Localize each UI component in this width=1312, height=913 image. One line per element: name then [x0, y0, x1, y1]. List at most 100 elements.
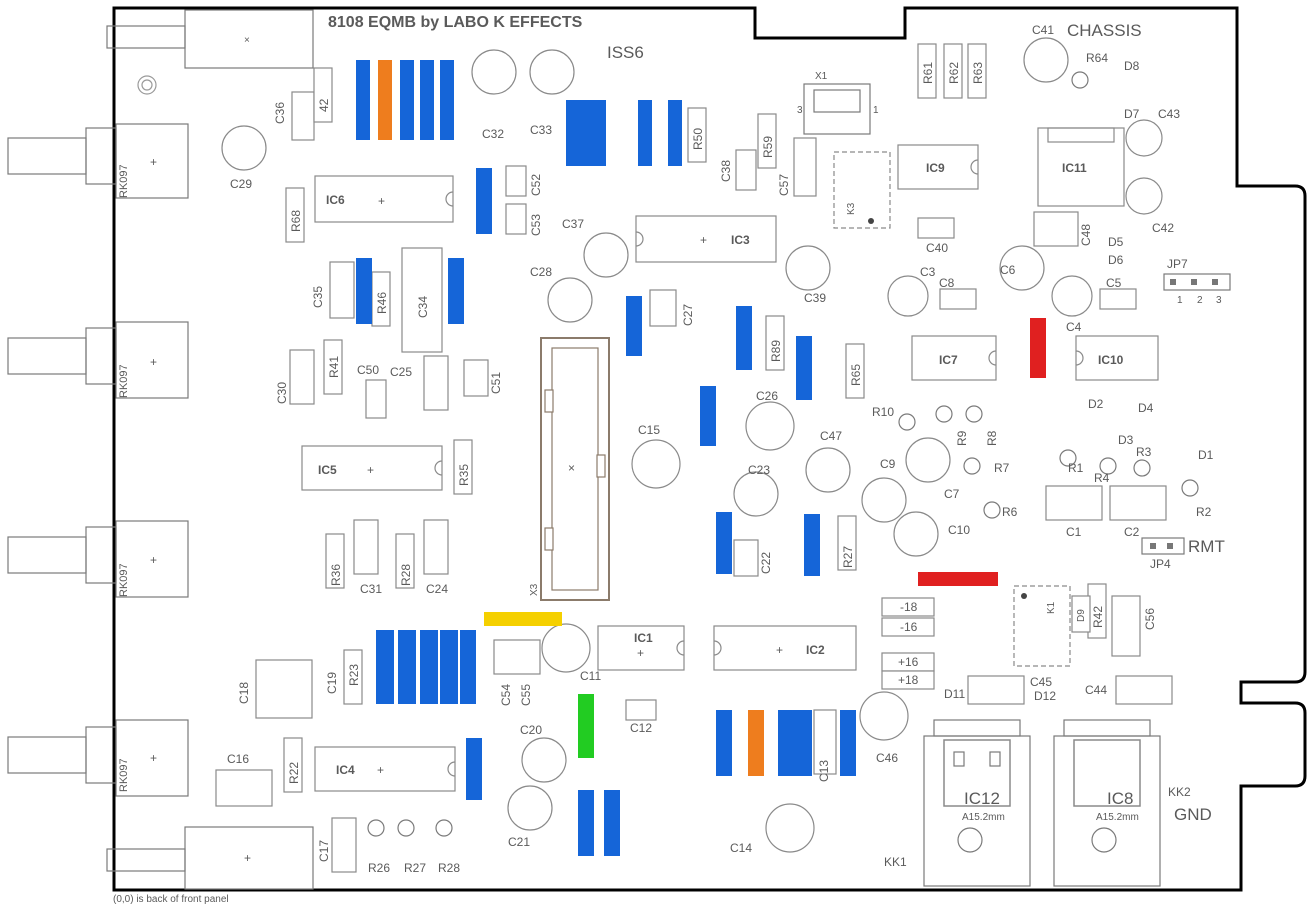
- svg-text:C14: C14: [730, 841, 752, 855]
- ic9: IC9: [897, 144, 979, 190]
- pot-label-2: RK097: [118, 364, 130, 398]
- svg-text:2: 2: [1197, 295, 1203, 306]
- resistors: 42 R68 R46 R41 R35 R36 R28 R23 R22 R50 R…: [283, 43, 1107, 793]
- svg-text:D3: D3: [1118, 433, 1134, 447]
- svg-text:C3: C3: [920, 265, 936, 279]
- svg-text:R26: R26: [368, 861, 390, 875]
- svg-text:+: +: [244, 851, 251, 865]
- pot-label-4: RK097: [118, 758, 130, 792]
- svg-text:C31: C31: [360, 582, 382, 596]
- svg-text:C47: C47: [820, 429, 842, 443]
- potentiometer-1: + RK097: [7, 123, 189, 199]
- svg-text:R1: R1: [1068, 461, 1084, 475]
- svg-text:GND: GND: [1174, 805, 1212, 824]
- pot-label-3: RK097: [118, 563, 130, 597]
- round-capacitors: C29 C32 C33 C37 C28 C39 C3 C6 C4 C41 C43…: [221, 23, 1180, 855]
- svg-text:C1: C1: [1066, 525, 1082, 539]
- svg-text:C13: C13: [817, 760, 831, 782]
- mounting-hole: [137, 75, 157, 95]
- svg-text:C57: C57: [777, 174, 791, 196]
- svg-text:C30: C30: [275, 382, 289, 404]
- svg-text:C40: C40: [926, 241, 948, 255]
- svg-text:-16: -16: [900, 620, 918, 634]
- svg-text:R64: R64: [1086, 51, 1108, 65]
- ic2: IC2 +: [713, 625, 857, 671]
- svg-text:R9: R9: [955, 430, 969, 446]
- connector-x1: X1 3 1: [797, 71, 879, 135]
- svg-text:C19: C19: [325, 672, 339, 694]
- svg-text:R28: R28: [438, 861, 460, 875]
- relay-k1: K1: [1013, 585, 1071, 667]
- svg-text:C52: C52: [529, 174, 543, 196]
- svg-text:+: +: [776, 643, 783, 657]
- svg-text:+: +: [150, 751, 157, 765]
- svg-text:C33: C33: [530, 123, 552, 137]
- svg-text:R63: R63: [971, 62, 985, 84]
- svg-text:+: +: [377, 763, 384, 777]
- svg-text:+: +: [150, 355, 157, 369]
- svg-text:+: +: [637, 646, 644, 660]
- svg-text:3: 3: [1216, 295, 1222, 306]
- svg-text:C35: C35: [311, 286, 325, 308]
- svg-text:C2: C2: [1124, 525, 1140, 539]
- svg-text:IC11: IC11: [1062, 161, 1087, 175]
- svg-text:+: +: [700, 233, 707, 247]
- svg-text:R8: R8: [985, 430, 999, 446]
- svg-text:D9: D9: [1076, 609, 1087, 622]
- chassis-label: CHASSIS: [1067, 21, 1142, 40]
- svg-text:R27: R27: [404, 861, 426, 875]
- svg-text:C27: C27: [681, 304, 695, 326]
- svg-text:K3: K3: [846, 202, 857, 215]
- svg-text:C44: C44: [1085, 683, 1107, 697]
- svg-text:D4: D4: [1138, 401, 1154, 415]
- svg-text:D12: D12: [1034, 689, 1056, 703]
- svg-text:JP7: JP7: [1167, 257, 1188, 271]
- svg-text:R61: R61: [921, 62, 935, 84]
- heatsink-kk1: IC12 A15.2mm KK1: [884, 719, 1031, 887]
- svg-text:C22: C22: [759, 552, 773, 574]
- svg-text:×: ×: [244, 35, 250, 46]
- svg-text:KK2: KK2: [1168, 785, 1191, 799]
- svg-text:R35: R35: [457, 464, 471, 486]
- svg-text:C10: C10: [948, 523, 970, 537]
- svg-text:C16: C16: [227, 752, 249, 766]
- svg-text:RMT: RMT: [1188, 537, 1225, 556]
- potentiometer-2: + RK097: [7, 321, 189, 399]
- svg-text:C18: C18: [237, 682, 251, 704]
- relay-k3: K3: [833, 151, 891, 229]
- svg-text:D11: D11: [944, 687, 965, 701]
- standing-parts: R64 R10 R9 R8 R7 R6 R1 R4 R3 R2 R26 R27 …: [367, 51, 1214, 875]
- svg-text:42: 42: [317, 98, 331, 112]
- svg-text:R68: R68: [289, 210, 303, 232]
- svg-text:IC4: IC4: [336, 763, 355, 777]
- svg-text:R50: R50: [691, 128, 705, 150]
- svg-text:K1: K1: [1046, 601, 1057, 614]
- svg-text:D6: D6: [1108, 253, 1124, 267]
- svg-text:R4: R4: [1094, 471, 1110, 485]
- svg-text:C56: C56: [1143, 608, 1157, 630]
- svg-text:IC9: IC9: [926, 161, 945, 175]
- svg-text:C39: C39: [804, 291, 826, 305]
- svg-text:C28: C28: [530, 265, 552, 279]
- svg-text:IC7: IC7: [939, 353, 958, 367]
- svg-text:C45: C45: [1030, 675, 1052, 689]
- svg-text:+: +: [378, 194, 385, 208]
- svg-text:-18: -18: [900, 600, 918, 614]
- svg-text:C5: C5: [1106, 276, 1122, 290]
- svg-text:R65: R65: [849, 364, 863, 386]
- svg-text:IC5: IC5: [318, 463, 337, 477]
- svg-text:IC2: IC2: [806, 643, 825, 657]
- svg-text:IC1: IC1: [634, 631, 653, 645]
- svg-text:R89: R89: [769, 340, 783, 362]
- svg-text:1: 1: [873, 105, 879, 116]
- jack-bottom: +: [106, 826, 314, 890]
- ic4: IC4 +: [314, 746, 456, 792]
- board-title: 8108 EQMB by LABO K EFFECTS: [328, 14, 583, 31]
- footer-note: (0,0) is back of front panel: [113, 894, 229, 905]
- svg-text:A15.2mm: A15.2mm: [1096, 812, 1139, 823]
- svg-text:C7: C7: [944, 487, 960, 501]
- svg-text:C46: C46: [876, 751, 898, 765]
- svg-text:C23: C23: [748, 463, 770, 477]
- jack-top: ×: [106, 9, 314, 69]
- svg-text:D8: D8: [1124, 59, 1140, 73]
